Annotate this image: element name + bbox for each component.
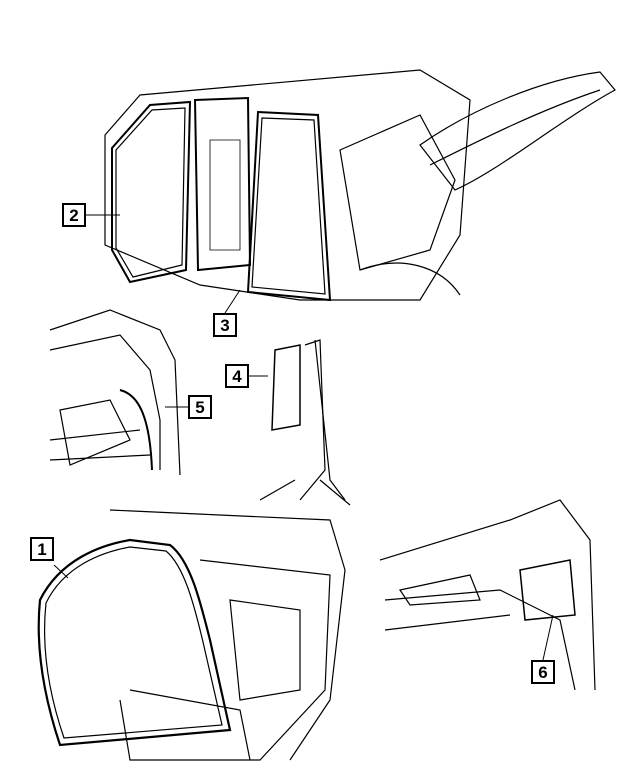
b-pillar-view	[259, 339, 351, 506]
callout-5: 5	[188, 395, 212, 419]
callout-2: 2	[62, 203, 86, 227]
callout-3: 3	[213, 313, 237, 337]
upper-door-openings-view	[104, 69, 616, 302]
callout-4: 4	[225, 364, 249, 388]
callout-1: 1	[30, 537, 54, 561]
rear-quarter-view	[379, 499, 596, 691]
liftgate-opening-view	[37, 509, 346, 761]
callout-6: 6	[531, 660, 555, 684]
rear-wheelhouse-view	[49, 309, 181, 476]
